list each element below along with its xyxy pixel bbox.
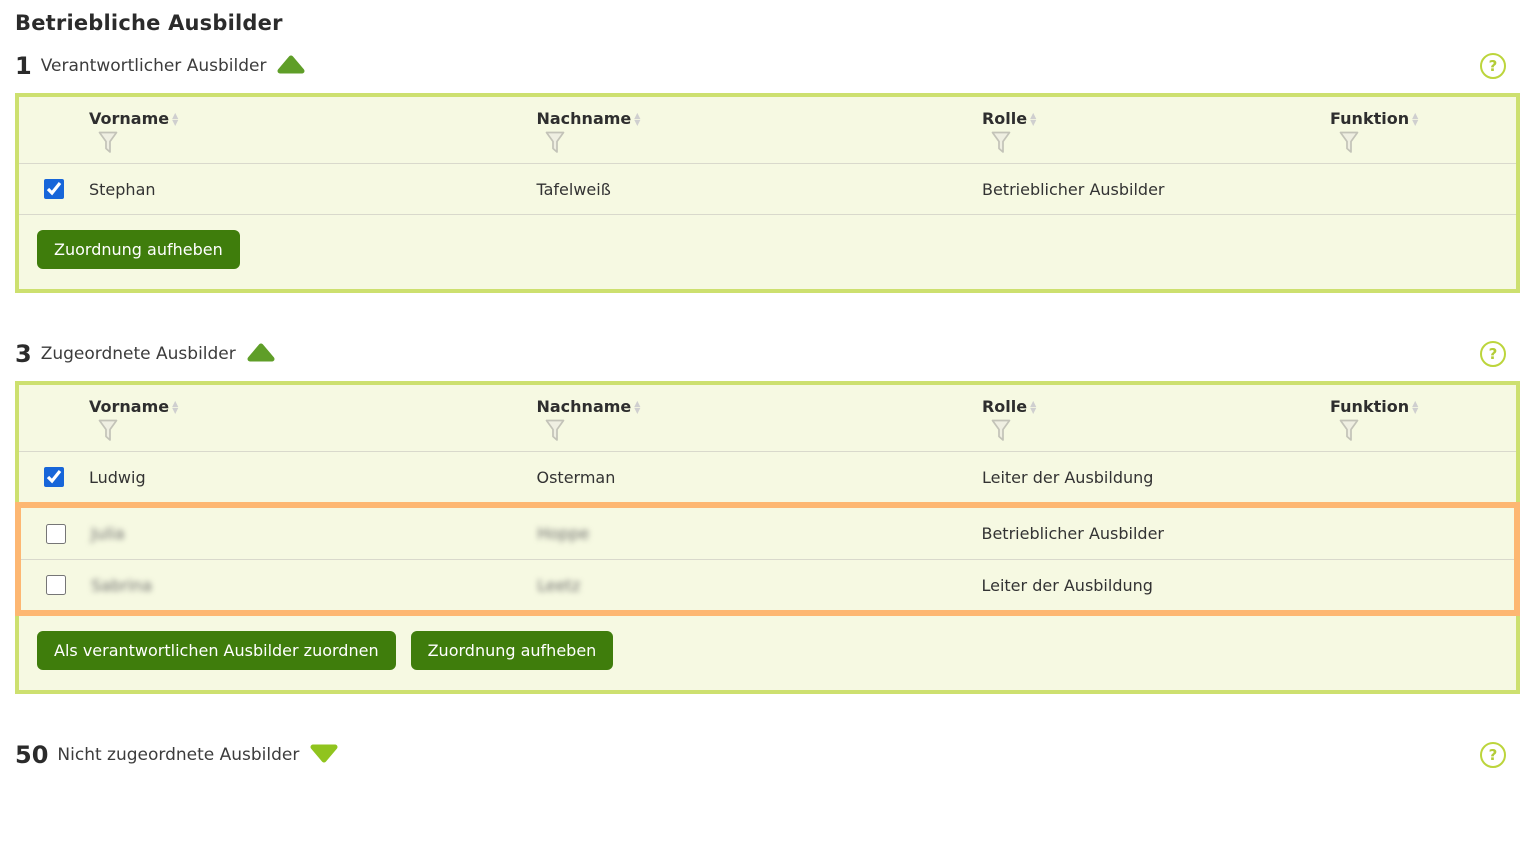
column-header-vorname[interactable]: Vorname ▲▼: [89, 397, 536, 447]
triangle-down-icon: [309, 743, 339, 768]
assign-responsible-button[interactable]: Als verantwortlichen Ausbilder zuordnen: [37, 631, 396, 670]
assigned-count: 3: [15, 340, 32, 368]
cell-funktion: [1330, 185, 1516, 193]
sort-icon[interactable]: ▲▼: [172, 110, 179, 127]
row-checkbox-cell: [21, 575, 91, 595]
responsible-actions: Zuordnung aufheben: [19, 214, 1516, 289]
cell-vorname: Sabrina: [91, 575, 153, 595]
triangle-up-icon: [276, 54, 306, 79]
collapse-toggle-responsible[interactable]: [276, 54, 306, 79]
row-checkbox[interactable]: [44, 179, 64, 199]
sort-icon[interactable]: ▲▼: [1030, 110, 1037, 127]
responsible-count: 1: [15, 52, 32, 80]
row-checkbox[interactable]: [46, 523, 66, 544]
cell-vorname: Stephan: [89, 179, 156, 199]
responsible-label: Verantwortlicher Ausbilder: [40, 56, 267, 76]
triangle-up-icon: [246, 342, 276, 367]
row-checkbox[interactable]: [44, 467, 64, 487]
column-header-funktion[interactable]: Funktion ▲▼: [1330, 397, 1516, 447]
help-icon[interactable]: ?: [1480, 53, 1506, 79]
cell-rolle: Betrieblicher Ausbilder: [981, 179, 1165, 199]
sort-icon[interactable]: ▲▼: [1412, 398, 1419, 415]
selected-rows-highlight: Julia Hoppe Betrieblicher Ausbilder Sabr…: [15, 502, 1520, 616]
assigned-actions: Als verantwortlichen Ausbilder zuordnen …: [19, 616, 1516, 690]
filter-funnel-icon[interactable]: [990, 130, 1012, 159]
cell-nachname: Osterman: [536, 467, 616, 487]
section-header-responsible: 1 Verantwortlicher Ausbilder ?: [15, 45, 1520, 87]
column-header-rolle[interactable]: Rolle ▲▼: [982, 397, 1330, 447]
column-title: Nachname: [536, 397, 632, 416]
cell-funktion: [1329, 530, 1514, 538]
page: Betriebliche Ausbilder 1 Verantwortliche…: [15, 11, 1520, 776]
collapse-toggle-assigned[interactable]: [246, 342, 276, 367]
table-row[interactable]: Ludwig Osterman Leiter der Ausbildung: [19, 451, 1516, 502]
unassign-button[interactable]: Zuordnung aufheben: [37, 230, 240, 269]
sort-icon[interactable]: ▲▼: [172, 398, 179, 415]
cell-rolle: Leiter der Ausbildung: [981, 467, 1154, 487]
filter-funnel-icon[interactable]: [1338, 418, 1360, 447]
cell-nachname: Leetz: [537, 575, 581, 595]
filter-funnel-icon[interactable]: [1338, 130, 1360, 159]
cell-rolle: Leiter der Ausbildung: [981, 575, 1153, 595]
column-title: Vorname: [89, 397, 170, 416]
row-checkbox-cell: [19, 179, 89, 199]
assigned-table-header: Vorname ▲▼ Nachname ▲▼ Rolle: [19, 385, 1516, 451]
sort-icon[interactable]: ▲▼: [1030, 398, 1037, 415]
column-title: Vorname: [89, 109, 170, 128]
column-title: Nachname: [536, 109, 632, 128]
cell-funktion: [1330, 473, 1516, 481]
table-row[interactable]: Stephan Tafelweiß Betrieblicher Ausbilde…: [19, 163, 1516, 214]
filter-funnel-icon[interactable]: [97, 130, 119, 159]
sort-icon[interactable]: ▲▼: [1412, 110, 1419, 127]
column-header-rolle[interactable]: Rolle ▲▼: [982, 109, 1330, 159]
column-title: Funktion: [1330, 109, 1410, 128]
cell-nachname: Tafelweiß: [536, 179, 611, 199]
cell-vorname: Ludwig: [89, 467, 146, 487]
column-header-funktion[interactable]: Funktion ▲▼: [1330, 109, 1516, 159]
section-header-unassigned: 50 Nicht zugeordnete Ausbilder ?: [15, 734, 1520, 776]
cell-rolle: Betrieblicher Ausbilder: [981, 524, 1164, 543]
assigned-label: Zugeordnete Ausbilder: [40, 344, 236, 364]
row-checkbox-cell: [19, 467, 89, 487]
unassign-button[interactable]: Zuordnung aufheben: [410, 631, 614, 670]
row-checkbox-cell: [21, 523, 91, 544]
unassigned-count: 50: [15, 741, 49, 769]
collapse-toggle-unassigned[interactable]: [309, 743, 339, 768]
cell-nachname: Hoppe: [537, 524, 590, 543]
column-header-nachname[interactable]: Nachname ▲▼: [536, 397, 982, 447]
assigned-table: Vorname ▲▼ Nachname ▲▼ Rolle: [15, 381, 1520, 694]
filter-funnel-icon[interactable]: [544, 130, 566, 159]
table-row[interactable]: Julia Hoppe Betrieblicher Ausbilder: [21, 508, 1514, 559]
help-icon[interactable]: ?: [1480, 341, 1506, 367]
table-row[interactable]: Sabrina Leetz Leiter der Ausbildung: [21, 559, 1514, 610]
filter-funnel-icon[interactable]: [990, 418, 1012, 447]
filter-funnel-icon[interactable]: [544, 418, 566, 447]
column-title: Rolle: [981, 109, 1028, 128]
column-title: Rolle: [981, 397, 1028, 416]
cell-vorname: Julia: [91, 524, 125, 543]
sort-icon[interactable]: ▲▼: [634, 398, 641, 415]
responsible-table-header: Vorname ▲▼ Nachname ▲▼ Rolle: [19, 97, 1516, 163]
section-header-assigned: 3 Zugeordnete Ausbilder ?: [15, 333, 1520, 375]
row-checkbox[interactable]: [46, 575, 66, 595]
column-header-vorname[interactable]: Vorname ▲▼: [89, 109, 536, 159]
column-header-nachname[interactable]: Nachname ▲▼: [536, 109, 982, 159]
column-title: Funktion: [1330, 397, 1410, 416]
help-icon[interactable]: ?: [1480, 742, 1506, 768]
sort-icon[interactable]: ▲▼: [634, 110, 641, 127]
page-title: Betriebliche Ausbilder: [15, 11, 283, 35]
unassigned-label: Nicht zugeordnete Ausbilder: [57, 745, 300, 765]
filter-funnel-icon[interactable]: [97, 418, 119, 447]
responsible-table: Vorname ▲▼ Nachname ▲▼ Rolle: [15, 93, 1520, 293]
cell-funktion: [1329, 581, 1514, 589]
